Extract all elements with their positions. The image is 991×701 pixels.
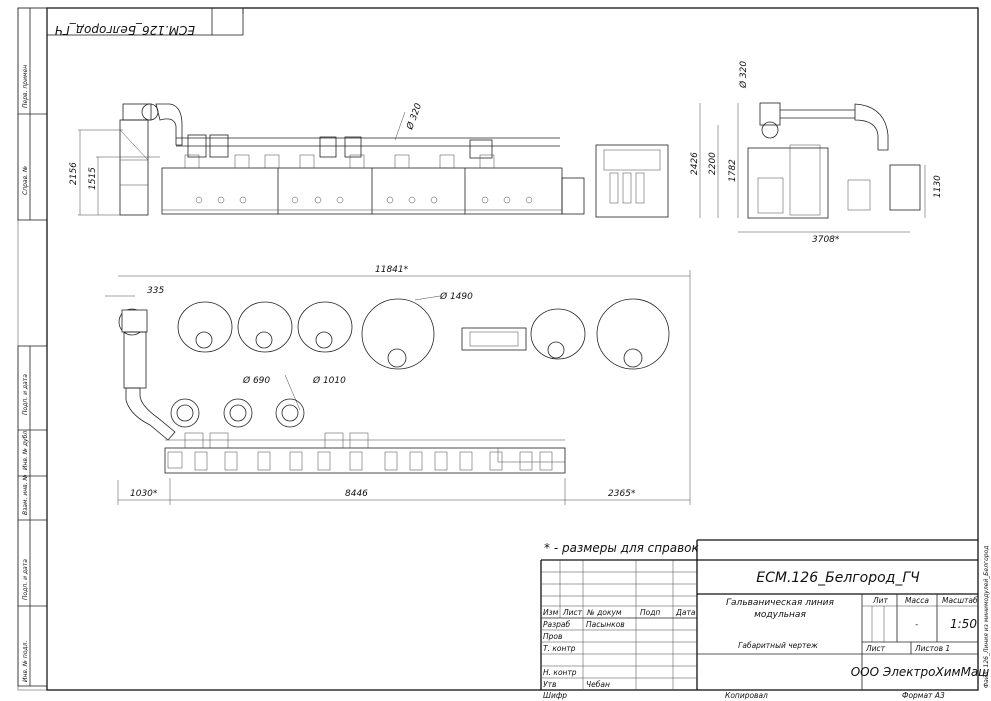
side-label: Взам. инв. № bbox=[22, 474, 29, 515]
left-side-strip: Перв. примен Справ. № Подп. и дата Инв. … bbox=[17, 7, 48, 687]
side-label: Инв. № дубл. bbox=[22, 429, 29, 470]
dim-1130: 1130 bbox=[933, 175, 943, 198]
footer-copied: Копировал bbox=[725, 691, 768, 700]
product-name-line2: модульная bbox=[754, 610, 806, 620]
lit-label: Лит bbox=[872, 596, 889, 605]
sheets-label: Листов 1 bbox=[914, 644, 950, 653]
dim-1782: 1782 bbox=[728, 159, 738, 182]
front-view: 2156 1515 Ø 320 bbox=[69, 102, 669, 218]
mass-value: - bbox=[915, 620, 918, 630]
side-label: Перв. примен bbox=[22, 65, 29, 108]
side-label: Инв. № подл. bbox=[22, 641, 29, 682]
col-header: Изм bbox=[543, 608, 559, 617]
dim-side-duct-320: Ø 320 bbox=[738, 61, 749, 89]
dim-1515: 1515 bbox=[88, 167, 98, 190]
dim-335: 335 bbox=[147, 286, 164, 296]
title-block: ЕСМ.126_Белгород_ГЧ Гальваническая линия… bbox=[540, 539, 990, 690]
role-label: Разраб bbox=[543, 620, 570, 629]
role-label: Утв bbox=[543, 680, 556, 689]
dim-2200: 2200 bbox=[708, 152, 718, 175]
side-label: Подп. и дата bbox=[22, 374, 29, 415]
col-header: № докум bbox=[586, 608, 622, 617]
dim-3708: 3708* bbox=[812, 235, 840, 245]
side-view: 2426 2200 1782 1130 3708* Ø 320 bbox=[690, 61, 943, 245]
dim-11841: 11841* bbox=[375, 265, 409, 275]
scale-value: 1:50 bbox=[950, 617, 977, 631]
role-label: Пров bbox=[543, 632, 562, 641]
col-header: Лист bbox=[562, 608, 583, 617]
col-header: Дата bbox=[675, 608, 696, 617]
dim-1010: Ø 1010 bbox=[312, 375, 346, 386]
dim-2156: 2156 bbox=[69, 162, 79, 185]
dim-8446: 8446 bbox=[345, 489, 368, 499]
stamp-designation-text: ЕСМ.126_Белгород_ГЧ bbox=[55, 23, 195, 37]
company-name: ООО ЭлектроХимМаш bbox=[851, 665, 990, 679]
col-header: Подп bbox=[640, 608, 660, 617]
dim-1490: Ø 1490 bbox=[439, 291, 473, 302]
role-label: Т. контр bbox=[543, 644, 576, 653]
side-label: Подп. и дата bbox=[22, 559, 29, 600]
role-name: Пасынков bbox=[586, 620, 625, 629]
document-designation: ЕСМ.126_Белгород_ГЧ bbox=[756, 570, 920, 586]
scale-label: Масштаб bbox=[942, 596, 978, 605]
document-type: Габаритный чертеж bbox=[738, 641, 818, 650]
mass-label: Масса bbox=[905, 596, 929, 605]
file-label: Файл: 126_Линия из минимодулей_Белгород bbox=[983, 546, 990, 688]
dim-2365: 2365* bbox=[608, 489, 636, 499]
reference-dimensions-note: * - размеры для справок bbox=[544, 541, 699, 555]
dim-690: Ø 690 bbox=[242, 375, 270, 386]
footer-format: Формат А3 bbox=[902, 691, 945, 700]
role-label: Н. контр bbox=[543, 668, 577, 677]
plan-view: 11841* 335 Ø 1490 Ø 690 Ø 1010 bbox=[105, 265, 691, 505]
dim-1030: 1030* bbox=[130, 489, 158, 499]
dim-duct-320: Ø 320 bbox=[404, 102, 424, 132]
role-name: Чебан bbox=[586, 680, 610, 689]
product-name-line1: Гальваническая линия bbox=[726, 598, 835, 608]
sheet-label: Лист bbox=[865, 644, 886, 653]
rotated-stamp: ЕСМ.126_Белгород_ГЧ bbox=[46, 7, 244, 37]
side-label: Справ. № bbox=[22, 166, 29, 195]
footer-cipher: Шифр bbox=[543, 691, 567, 700]
dim-2426: 2426 bbox=[690, 152, 700, 175]
